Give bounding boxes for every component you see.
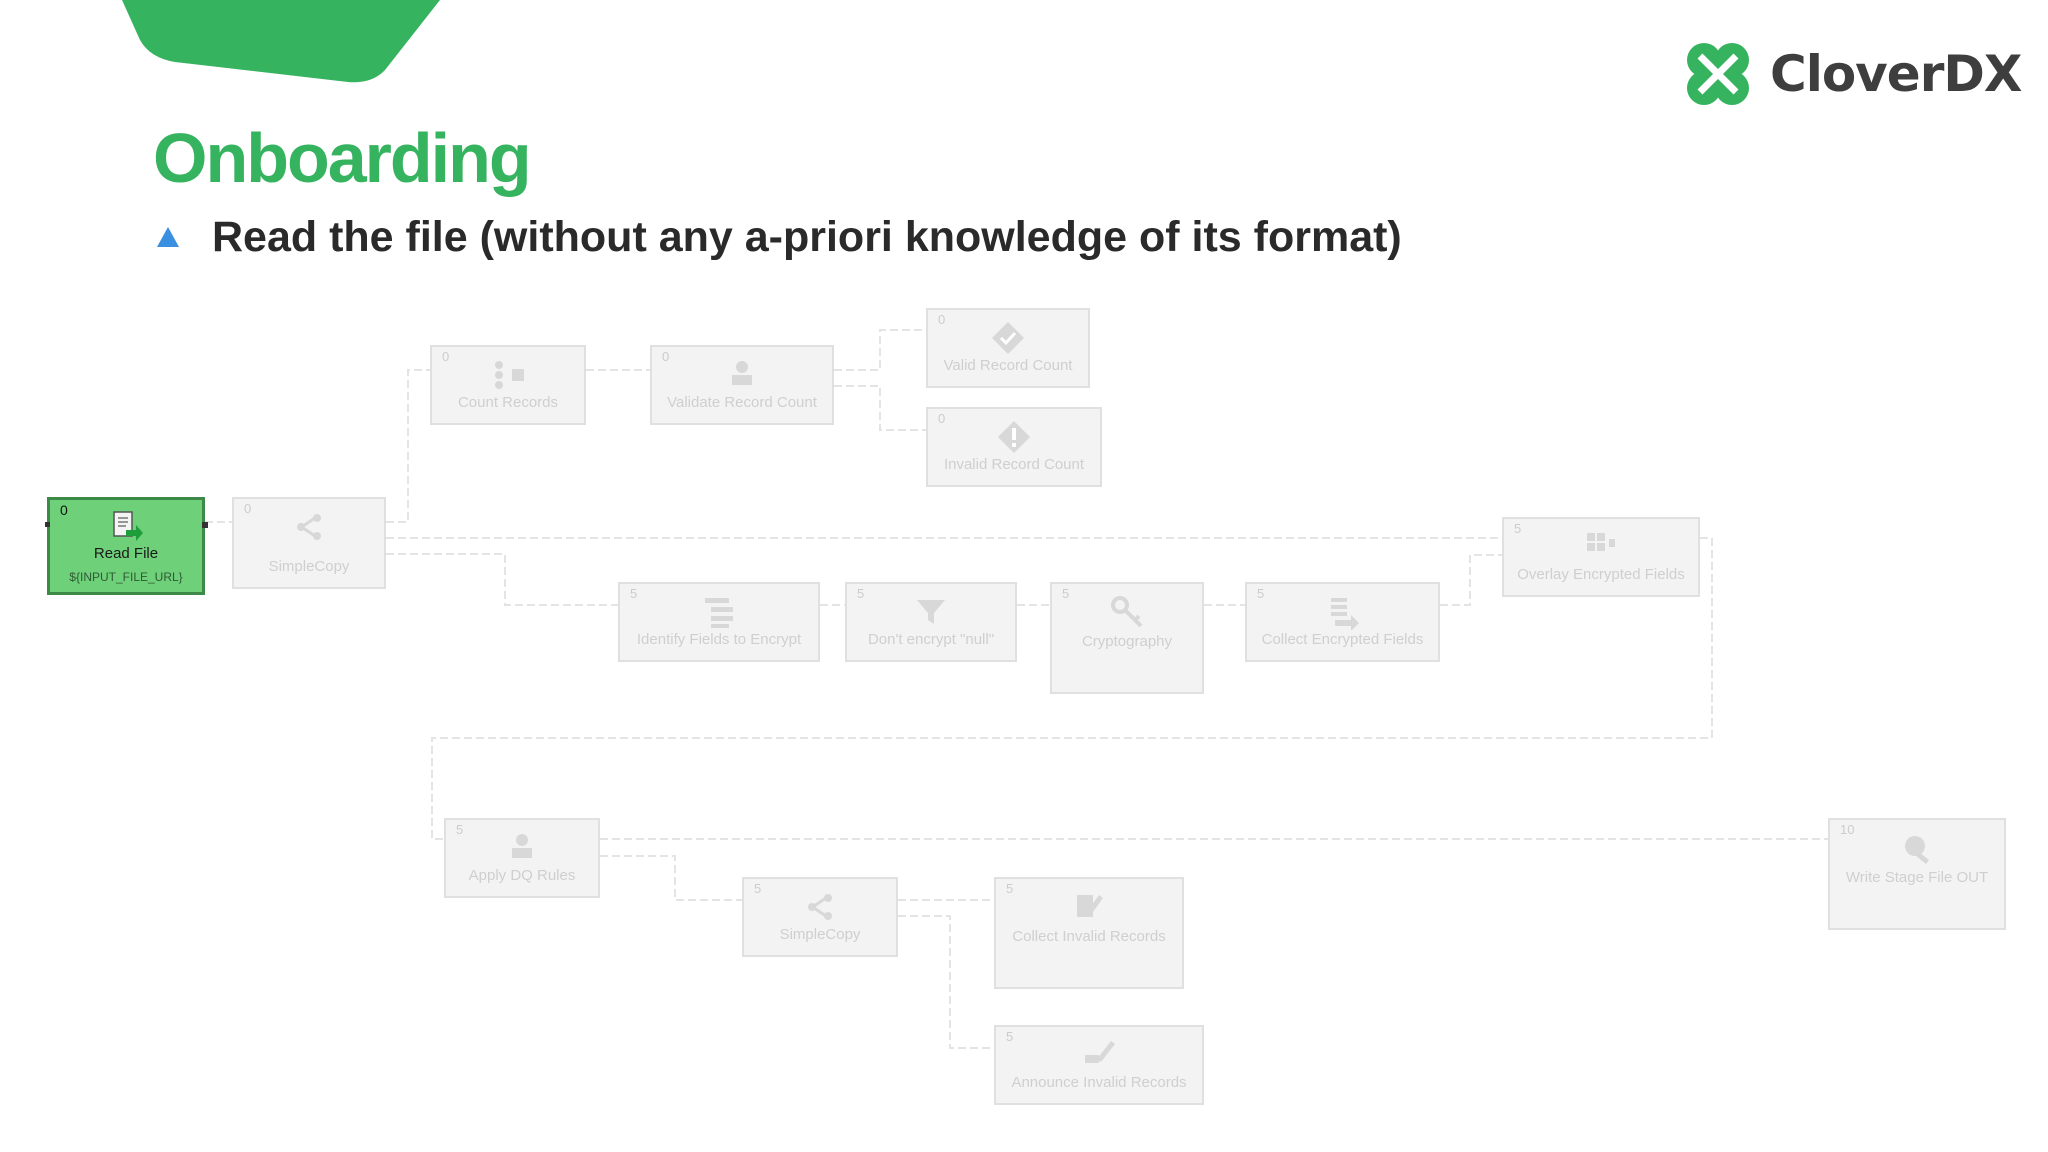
node-label: Write Stage File OUT	[1845, 869, 1989, 886]
edge-collect-to-overlay	[1440, 554, 1502, 606]
edge-copy1-to-count	[386, 369, 430, 523]
output-port[interactable]	[202, 522, 208, 528]
decorative-corner-shape	[122, 0, 440, 83]
node-phase-number: 5	[630, 586, 638, 601]
node-label: Valid Record Count	[943, 357, 1073, 374]
clover-leaf-icon	[1687, 43, 1749, 105]
node-collect-encrypted-fields[interactable]: 5 Collect Encrypted Fields	[1245, 582, 1440, 662]
node-simplecopy-1[interactable]: 0 SimpleCopy	[232, 497, 386, 589]
node-phase-number: 0	[442, 349, 450, 364]
node-file-url: ${INPUT_FILE_URL}	[69, 570, 183, 584]
node-label: Validate Record Count	[667, 394, 817, 411]
key-icon	[1111, 596, 1143, 628]
node-label: Read File	[93, 545, 159, 562]
node-label: SimpleCopy	[268, 558, 350, 575]
node-phase-number: 0	[60, 502, 68, 518]
input-port[interactable]	[45, 522, 50, 527]
collect-icon	[1077, 895, 1103, 917]
filter-icon	[917, 600, 945, 624]
node-phase-number: 5	[1257, 586, 1265, 601]
node-label: Cryptography	[1081, 633, 1173, 650]
copy-icon	[808, 894, 832, 920]
node-phase-number: 0	[938, 312, 946, 327]
node-phase-number: 10	[1840, 822, 1855, 837]
node-phase-number: 5	[754, 881, 762, 896]
node-phase-number: 0	[938, 411, 946, 426]
node-label: Count Records	[457, 394, 559, 411]
node-announce-invalid-records[interactable]: 5 Announce Invalid Records	[994, 1025, 1204, 1105]
node-validate-record-count[interactable]: 0 Validate Record Count	[650, 345, 834, 425]
edge-copy1-to-identify	[386, 553, 618, 606]
node-phase-number: 5	[456, 822, 464, 837]
node-overlay-encrypted-fields[interactable]: 5 Overlay Encrypted Fields	[1502, 517, 1700, 597]
edge-dq-to-copy2	[600, 855, 742, 901]
node-label: SimpleCopy	[779, 926, 861, 943]
node-simplecopy-2[interactable]: 5 SimpleCopy	[742, 877, 898, 957]
node-phase-number: 0	[662, 349, 670, 364]
edge-validate-to-invalid	[834, 385, 926, 431]
node-valid-record-count[interactable]: 0 Valid Record Count	[926, 308, 1090, 388]
node-label: Invalid Record Count	[943, 456, 1085, 473]
node-label: Announce Invalid Records	[1011, 1074, 1187, 1091]
validate-icon	[732, 361, 752, 385]
write-icon	[1905, 836, 1929, 864]
warning-icon	[998, 421, 1030, 453]
edge-validate-to-valid	[834, 329, 926, 371]
node-phase-number: 5	[1062, 586, 1070, 601]
copy-icon	[297, 514, 321, 540]
slide-title: Onboarding	[153, 119, 532, 197]
file-read-icon	[113, 511, 143, 541]
edge-copy2-to-announce	[898, 915, 994, 1049]
rules-icon	[512, 834, 532, 858]
node-phase-number: 5	[1514, 521, 1522, 536]
node-write-stage-file-out[interactable]: 10 Write Stage File OUT	[1828, 818, 2006, 930]
node-dont-encrypt-null[interactable]: 5 Don't encrypt "null"	[845, 582, 1017, 662]
node-read-file[interactable]: 0 Read File ${INPUT_FILE_URL}	[45, 497, 208, 595]
node-phase-number: 0	[244, 501, 252, 516]
node-label: Overlay Encrypted Fields	[1517, 566, 1685, 583]
check-icon	[992, 322, 1024, 354]
node-phase-number: 5	[857, 586, 865, 601]
bullet-text: Read the file (without any a-priori know…	[212, 213, 1402, 261]
clover-logo: CloverDX	[1680, 36, 2022, 112]
node-phase-number: 5	[1006, 881, 1014, 896]
edge-overlay-to-dq	[431, 537, 1713, 840]
node-count-records[interactable]: 0 Count Records	[430, 345, 586, 425]
node-invalid-record-count[interactable]: 0 Invalid Record Count	[926, 407, 1102, 487]
node-label: Collect Invalid Records	[1012, 928, 1166, 945]
node-cryptography[interactable]: 5 Cryptography	[1050, 582, 1204, 694]
node-apply-dq-rules[interactable]: 5 Apply DQ Rules	[444, 818, 600, 898]
node-label: Don't encrypt "null"	[867, 631, 995, 648]
overlay-icon	[1587, 533, 1615, 551]
collect-icon	[1330, 598, 1359, 630]
fields-icon	[705, 598, 733, 628]
node-label: Collect Encrypted Fields	[1261, 631, 1424, 648]
logo-text: CloverDX	[1770, 45, 2022, 103]
triangle-bullet-icon	[157, 227, 179, 247]
node-collect-invalid-records[interactable]: 5 Collect Invalid Records	[994, 877, 1184, 989]
announce-icon	[1085, 1041, 1115, 1063]
node-label: Identify Fields to Encrypt	[636, 631, 802, 648]
node-identify-fields-to-encrypt[interactable]: 5 Identify Fields to Encrypt	[618, 582, 820, 662]
node-phase-number: 5	[1006, 1029, 1014, 1044]
node-label: Apply DQ Rules	[468, 867, 576, 884]
count-icon	[495, 361, 524, 389]
